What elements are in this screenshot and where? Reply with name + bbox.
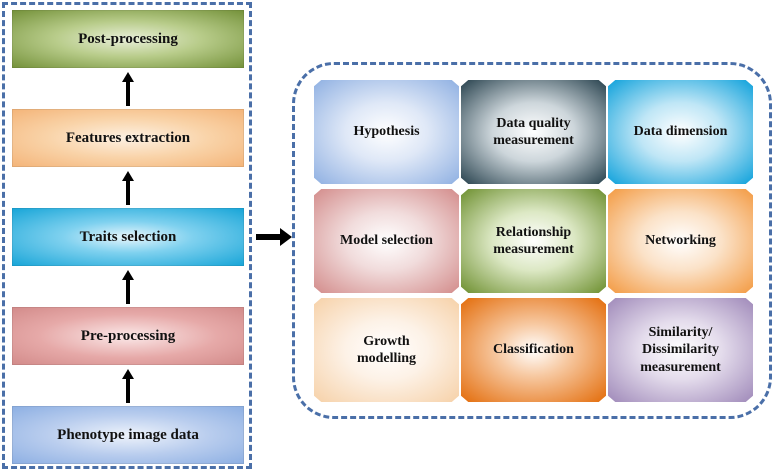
right-arrow-icon: [256, 228, 292, 246]
up-arrow-icon: [122, 369, 134, 403]
tile-networking: Networking: [608, 189, 753, 293]
up-arrow-icon: [122, 171, 134, 205]
tile-classification: Classification: [461, 298, 606, 402]
tile-data-dimension: Data dimension: [608, 80, 753, 184]
tile-model-selection: Model selection: [314, 189, 459, 293]
up-arrow-icon: [122, 72, 134, 106]
tile-hypothesis: Hypothesis: [314, 80, 459, 184]
step-pre-processing: Pre-processing: [12, 307, 244, 365]
up-arrow-icon: [122, 270, 134, 304]
step-traits-selection: Traits selection: [12, 208, 244, 266]
step-features-extraction: Features extraction: [12, 109, 244, 167]
step-post-processing: Post-processing: [12, 10, 244, 68]
analysis-frame: [292, 62, 772, 419]
step-phenotype-image-data: Phenotype image data: [12, 406, 244, 464]
pipeline-frame: [2, 2, 252, 469]
